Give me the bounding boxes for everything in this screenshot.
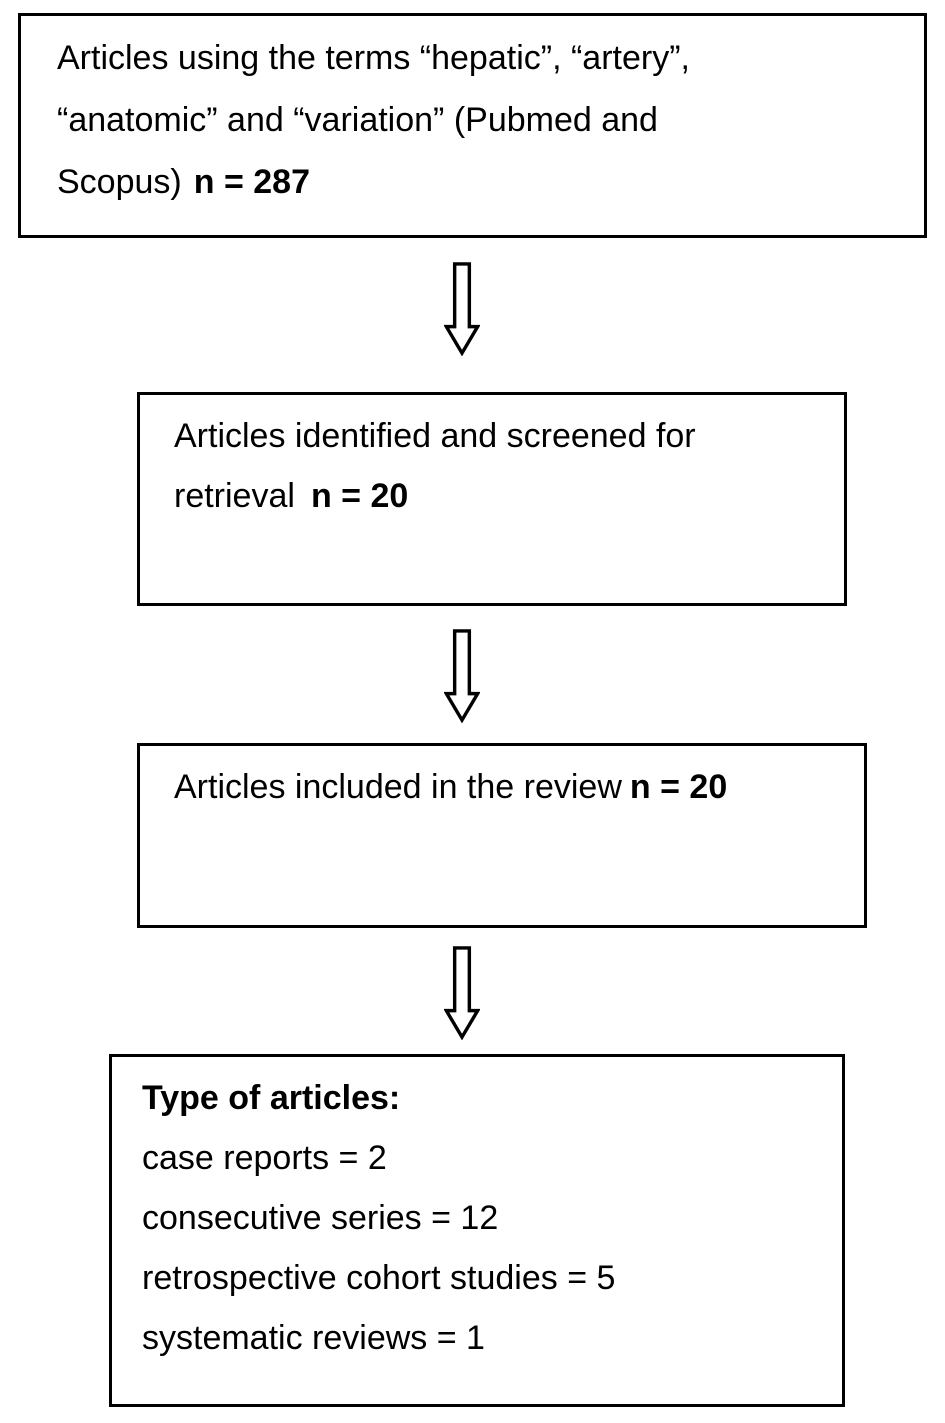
search-box-text-2: “anatomic” and “variation” (Pubmed and <box>57 101 658 139</box>
down-arrow-icon <box>444 262 480 356</box>
flow-box-screened: Articles identified and screened for ret… <box>137 392 847 606</box>
screened-box-line-2: retrieval n = 20 <box>174 466 820 526</box>
types-list: case reports = 2 consecutive series = 12… <box>142 1128 818 1368</box>
included-box-text: Articles included in the review <box>174 768 622 806</box>
search-count: n = 287 <box>193 163 310 201</box>
search-box-line-3: Scopus) n = 287 <box>57 151 896 213</box>
search-box-line-1: Articles using the terms “hepatic”, “art… <box>57 27 896 89</box>
screened-box-text-1: Articles identified and screened for <box>174 417 696 455</box>
flow-box-article-types: Type of articles: case reports = 2 conse… <box>109 1054 845 1407</box>
list-item: case reports = 2 <box>142 1139 387 1177</box>
list-item: consecutive series = 12 <box>142 1199 499 1237</box>
down-arrow-icon <box>444 946 480 1040</box>
list-item: systematic reviews = 1 <box>142 1319 485 1357</box>
screened-count: n = 20 <box>310 477 409 515</box>
list-item: retrospective cohort studies = 5 <box>142 1259 616 1297</box>
screened-box-text-2: retrieval <box>174 477 295 515</box>
types-heading: Type of articles: <box>142 1079 401 1117</box>
flow-box-search-results: Articles using the terms “hepatic”, “art… <box>18 13 927 238</box>
search-box-text-3: Scopus) <box>57 163 182 201</box>
screened-box-line-1: Articles identified and screened for <box>174 406 820 466</box>
down-arrow-icon <box>444 629 480 723</box>
search-box-text-1: Articles using the terms “hepatic”, “art… <box>57 39 690 77</box>
search-box-line-2: “anatomic” and “variation” (Pubmed and <box>57 89 896 151</box>
included-count: n = 20 <box>629 768 728 806</box>
